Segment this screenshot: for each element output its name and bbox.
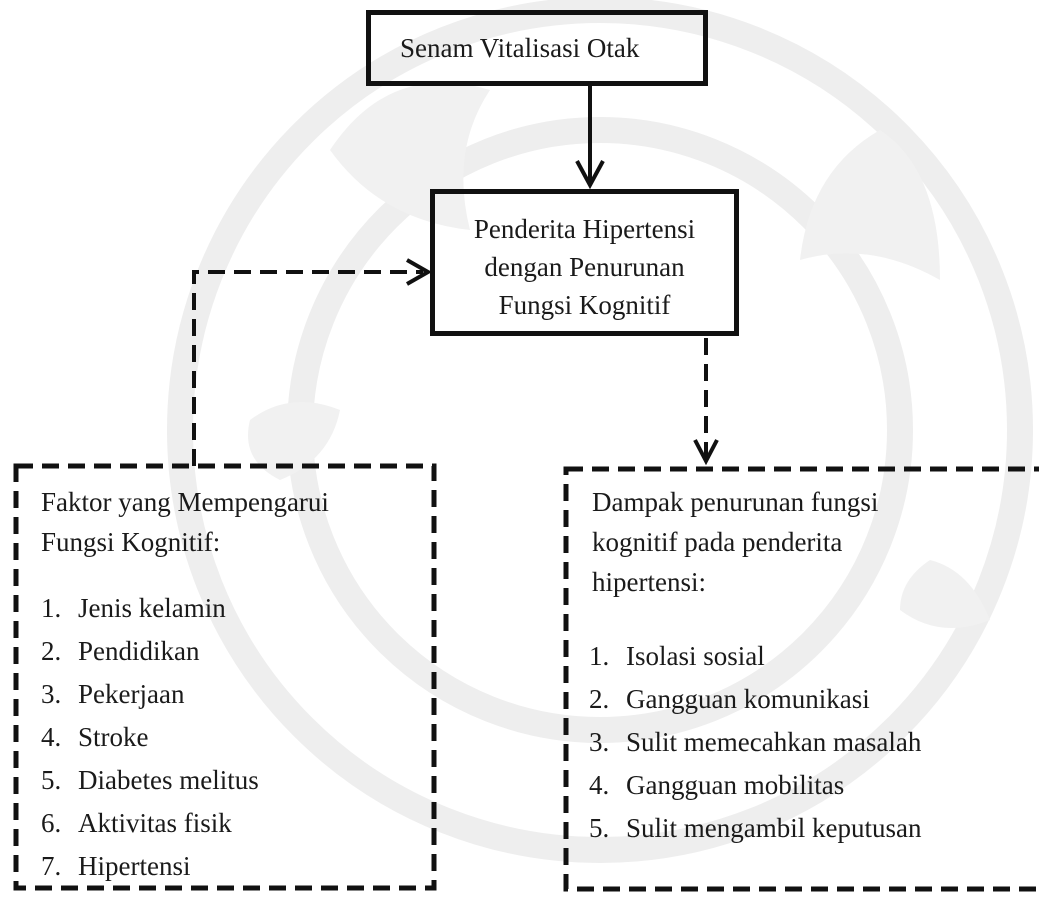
- list-number: 2.: [41, 636, 62, 666]
- impact-heading: Dampak penurunan fungsi kognitif pada pe…: [592, 482, 1032, 602]
- dashed-connector-factors: [192, 270, 423, 466]
- patient-label-line: Penderita Hipertensi: [473, 214, 696, 244]
- factors-heading-line: Faktor yang Mempengarui: [41, 487, 329, 517]
- list-text: Diabetes melitus: [78, 765, 259, 795]
- list-text: Aktivitas fisik: [78, 808, 232, 838]
- list-item: 7. Hipertensi: [41, 845, 259, 888]
- list-text: Gangguan komunikasi: [626, 684, 870, 714]
- list-text: Jenis kelamin: [78, 593, 226, 623]
- list-text: Pekerjaan: [78, 679, 185, 709]
- factors-box: Faktor yang Mempengarui Fungsi Kognitif:…: [14, 462, 438, 892]
- factors-box-border: [13, 463, 437, 891]
- list-item: 5. Diabetes melitus: [41, 759, 259, 802]
- list-text: Gangguan mobilitas: [626, 770, 845, 800]
- impact-heading-line: hipertensi:: [592, 567, 706, 597]
- list-number: 4.: [589, 770, 610, 800]
- list-item: 3. Sulit memecahkan masalah: [589, 721, 921, 764]
- list-text: Pendidikan: [78, 636, 200, 666]
- list-item: 6. Aktivitas fisik: [41, 802, 259, 845]
- exercise-box: Senam Vitalisasi Otak: [366, 10, 708, 86]
- list-text: Isolasi sosial: [626, 641, 765, 671]
- list-number: 4.: [41, 722, 62, 752]
- factors-heading: Faktor yang Mempengarui Fungsi Kognitif:: [41, 482, 421, 562]
- solid-arrow-head: [575, 160, 605, 190]
- impact-box-border: [563, 466, 1039, 892]
- list-number: 3.: [589, 727, 610, 757]
- list-item: 5. Sulit mengambil keputusan: [589, 807, 921, 850]
- patient-label-line: dengan Penurunan: [484, 252, 685, 282]
- list-number: 2.: [589, 684, 610, 714]
- dashed-arrow-head-left: [406, 258, 433, 286]
- list-number: 3.: [41, 679, 62, 709]
- list-number: 6.: [41, 808, 62, 838]
- list-item: 2. Pendidikan: [41, 630, 259, 673]
- list-number: 5.: [41, 765, 62, 795]
- list-number: 5.: [589, 813, 610, 843]
- list-item: 1. Isolasi sosial: [589, 635, 921, 678]
- impact-list: 1. Isolasi sosial 2. Gangguan komunikasi 3…: [589, 635, 921, 850]
- patient-label: Penderita Hipertensi dengan Penurunan Fu…: [435, 210, 734, 324]
- list-item: 1. Jenis kelamin: [41, 587, 259, 630]
- list-item: 2. Gangguan komunikasi: [589, 678, 921, 721]
- patient-label-line: Fungsi Kognitif: [498, 290, 671, 320]
- list-text: Hipertensi: [78, 851, 191, 881]
- list-number: 7.: [41, 851, 62, 881]
- list-number: 1.: [589, 641, 610, 671]
- impact-box: Dampak penurunan fungsi kognitif pada pe…: [563, 466, 1039, 892]
- impact-heading-line: kognitif pada penderita: [592, 527, 843, 557]
- list-text: Sulit memecahkan masalah: [626, 727, 922, 757]
- list-text: Stroke: [78, 722, 149, 752]
- exercise-label: Senam Vitalisasi Otak: [400, 33, 640, 63]
- list-number: 1.: [41, 593, 62, 623]
- factors-list: 1. Jenis kelamin 2. Pendidikan 3. Pekerjaan…: [41, 587, 259, 888]
- impact-heading-line: Dampak penurunan fungsi: [592, 487, 879, 517]
- factors-heading-line: Fungsi Kognitif:: [41, 527, 221, 557]
- list-item: 4. Stroke: [41, 716, 259, 759]
- dashed-arrow-head-down: [693, 439, 719, 466]
- list-item: 4. Gangguan mobilitas: [589, 764, 921, 807]
- list-item: 3. Pekerjaan: [41, 673, 259, 716]
- list-text: Sulit mengambil keputusan: [626, 813, 922, 843]
- patient-box: Penderita Hipertensi dengan Penurunan Fu…: [430, 189, 739, 336]
